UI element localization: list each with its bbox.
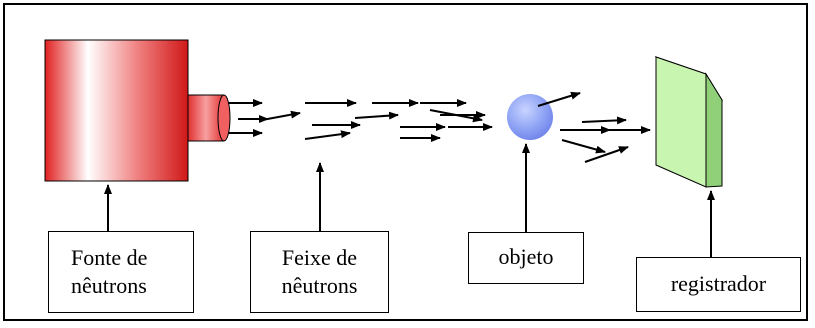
diagram-frame (3, 3, 808, 321)
detector (654, 56, 724, 188)
transmitted-beam (537, 91, 651, 163)
label-neutron-source: Fonte de nêutrons (48, 231, 194, 313)
label-object: objeto (468, 232, 584, 284)
label-line: nêutrons (71, 273, 147, 298)
neutron-source (44, 39, 189, 182)
scatter-arrow (584, 146, 629, 163)
label-line: nêutrons (281, 273, 358, 298)
nozzle-opening (217, 94, 231, 142)
detector-side (705, 72, 723, 188)
neutron-beam (228, 99, 493, 142)
label-line: Fonte de (71, 245, 148, 270)
beam-arrow (261, 110, 301, 121)
beam-arrow (304, 130, 351, 140)
beam-arrow (581, 116, 627, 125)
beam-arrow (429, 109, 483, 123)
label-line: Feixe de (281, 245, 358, 270)
object-sphere (507, 94, 553, 140)
label-neutron-beam: Feixe de nêutrons (250, 231, 389, 313)
beam-arrow (354, 111, 399, 120)
scatter-arrow (561, 139, 606, 154)
label-detector: registrador (636, 257, 801, 312)
label-line: registrador (670, 271, 767, 296)
label-line: objeto (498, 244, 554, 269)
scatter-arrow (537, 91, 581, 107)
detector-front (655, 56, 707, 188)
